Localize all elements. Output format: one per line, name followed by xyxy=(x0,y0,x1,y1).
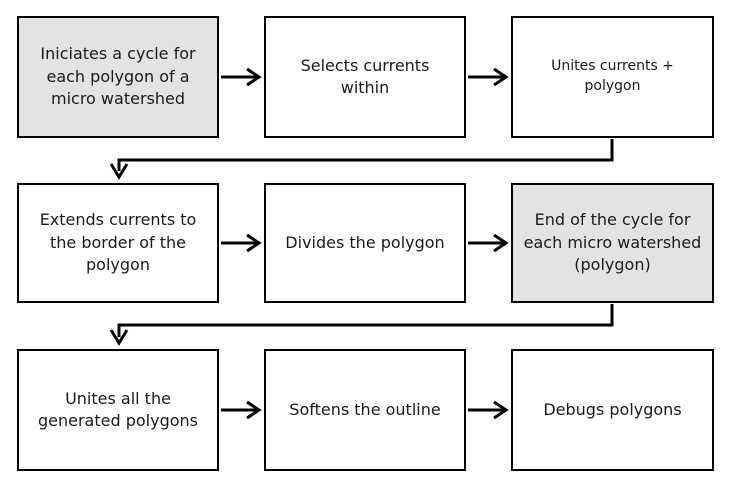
arrow-step-3-to-4 xyxy=(109,139,614,180)
step-3-label: Unites currents + polygon xyxy=(551,58,674,94)
arrow-step-4-to-5 xyxy=(221,233,262,253)
arrow-step-5-to-6 xyxy=(468,233,509,253)
arrow-step-2-to-3 xyxy=(468,67,509,87)
step-4-box: Extends currents to the border of the po… xyxy=(17,183,219,303)
step-3-box: Unites currents + polygon xyxy=(511,16,714,138)
step-4-label: Extends currents to the border of the po… xyxy=(39,210,197,275)
arrow-step-7-to-8 xyxy=(221,400,262,420)
step-8-label: Softens the outline xyxy=(289,399,441,419)
step-5-box: Divides the polygon xyxy=(264,183,466,303)
step-8-box: Softens the outline xyxy=(264,349,466,471)
arrow-step-1-to-2 xyxy=(221,67,262,87)
step-6-box: End of the cycle for each micro watershe… xyxy=(511,183,714,303)
step-7-label: Unites all the generated polygons xyxy=(37,388,198,430)
step-1-box: Iniciates a cycle for each polygon of a … xyxy=(17,16,219,138)
step-9-box: Debugs polygons xyxy=(511,349,714,471)
step-2-box: Selects currents within xyxy=(264,16,466,138)
arrow-step-6-to-7 xyxy=(109,304,614,346)
step-5-label: Divides the polygon xyxy=(285,232,445,252)
step-6-label: End of the cycle for each micro watershe… xyxy=(523,210,702,275)
step-1-label: Iniciates a cycle for each polygon of a … xyxy=(40,44,196,109)
step-2-label: Selects currents within xyxy=(300,55,430,97)
arrow-step-8-to-9 xyxy=(468,400,509,420)
step-7-box: Unites all the generated polygons xyxy=(17,349,219,471)
step-9-label: Debugs polygons xyxy=(543,399,682,419)
